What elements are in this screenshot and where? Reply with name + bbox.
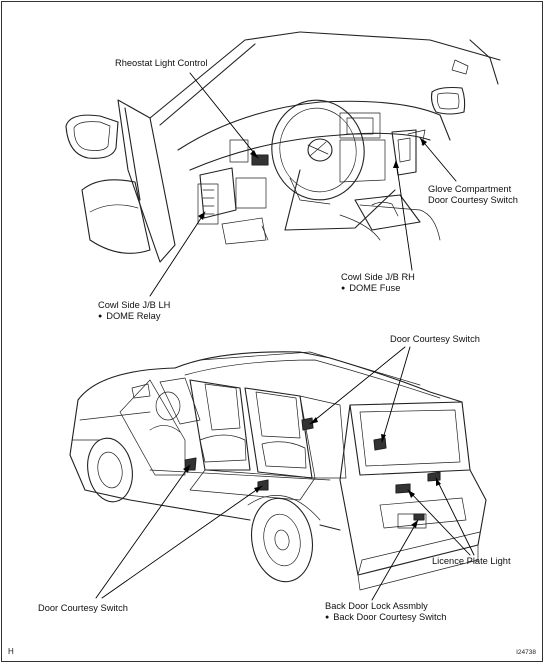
- leader-door-top-b: [381, 346, 411, 443]
- leader-licence-a: [407, 489, 471, 556]
- corner-code-left: H: [8, 647, 14, 656]
- leader-door-bottom-a: [95, 464, 191, 599]
- label-cowl-rh-line1: Cowl Side J/B RH: [341, 272, 415, 282]
- label-back-door-line1: Back Door Lock Assmbly: [325, 601, 428, 611]
- dashboard-illustration: [65, 31, 501, 263]
- label-cowl-rh-line2: DOME Fuse: [349, 283, 401, 293]
- label-glove-compartment: Glove Compartment Door Courtesy Switch: [428, 184, 518, 206]
- label-door-courtesy-switch-bottom: Door Courtesy Switch: [38, 603, 128, 613]
- corner-code-right: I24738: [516, 649, 536, 656]
- label-glove-line2: Door Courtesy Switch: [428, 195, 518, 205]
- leader-cowl-rh: [395, 159, 413, 271]
- arrow-cowl-lh: [198, 212, 205, 220]
- arrow-rheostat: [250, 150, 258, 158]
- label-licence-plate-light: Licence Plate Light: [432, 556, 511, 566]
- bullet-icon: [325, 612, 333, 622]
- arrow-door-bottom-b: [254, 486, 262, 493]
- leader-cowl-lh: [149, 211, 206, 297]
- label-cowl-lh-line1: Cowl Side J/B LH: [98, 300, 171, 310]
- leader-rheostat: [189, 72, 259, 159]
- label-door-courtesy-switch-top: Door Courtesy Switch: [390, 334, 480, 344]
- leader-door-top-a: [309, 346, 406, 425]
- leader-lines: [95, 72, 475, 601]
- arrow-back-door: [411, 520, 418, 528]
- arrow-glove: [420, 138, 427, 146]
- arrow-door-top-a: [310, 417, 318, 424]
- label-back-door-lock-assembly: Back Door Lock Assmbly Back Door Courtes…: [325, 601, 446, 624]
- label-back-door-line2: Back Door Courtesy Switch: [333, 612, 447, 622]
- label-glove-line1: Glove Compartment: [428, 184, 512, 194]
- bullet-icon: [98, 311, 106, 321]
- label-cowl-side-jb-rh: Cowl Side J/B RH DOME Fuse: [341, 272, 415, 295]
- arrow-licence-a: [408, 490, 415, 498]
- arrow-cowl-rh: [393, 160, 399, 168]
- leader-back-door: [371, 519, 419, 601]
- leader-door-bottom-b: [101, 485, 263, 599]
- label-cowl-side-jb-lh: Cowl Side J/B LH DOME Relay: [98, 300, 170, 323]
- leader-licence-b: [435, 477, 475, 556]
- leader-glove: [419, 137, 457, 182]
- arrow-door-top-b: [381, 434, 386, 442]
- label-rheostat-light-control: Rheostat Light Control: [115, 58, 208, 68]
- vehicle-exterior-illustration: [69, 351, 487, 591]
- arrow-door-bottom-a: [183, 465, 190, 473]
- label-cowl-lh-line2: DOME Relay: [106, 311, 161, 321]
- bullet-icon: [341, 283, 349, 293]
- arrow-licence-b: [436, 478, 441, 486]
